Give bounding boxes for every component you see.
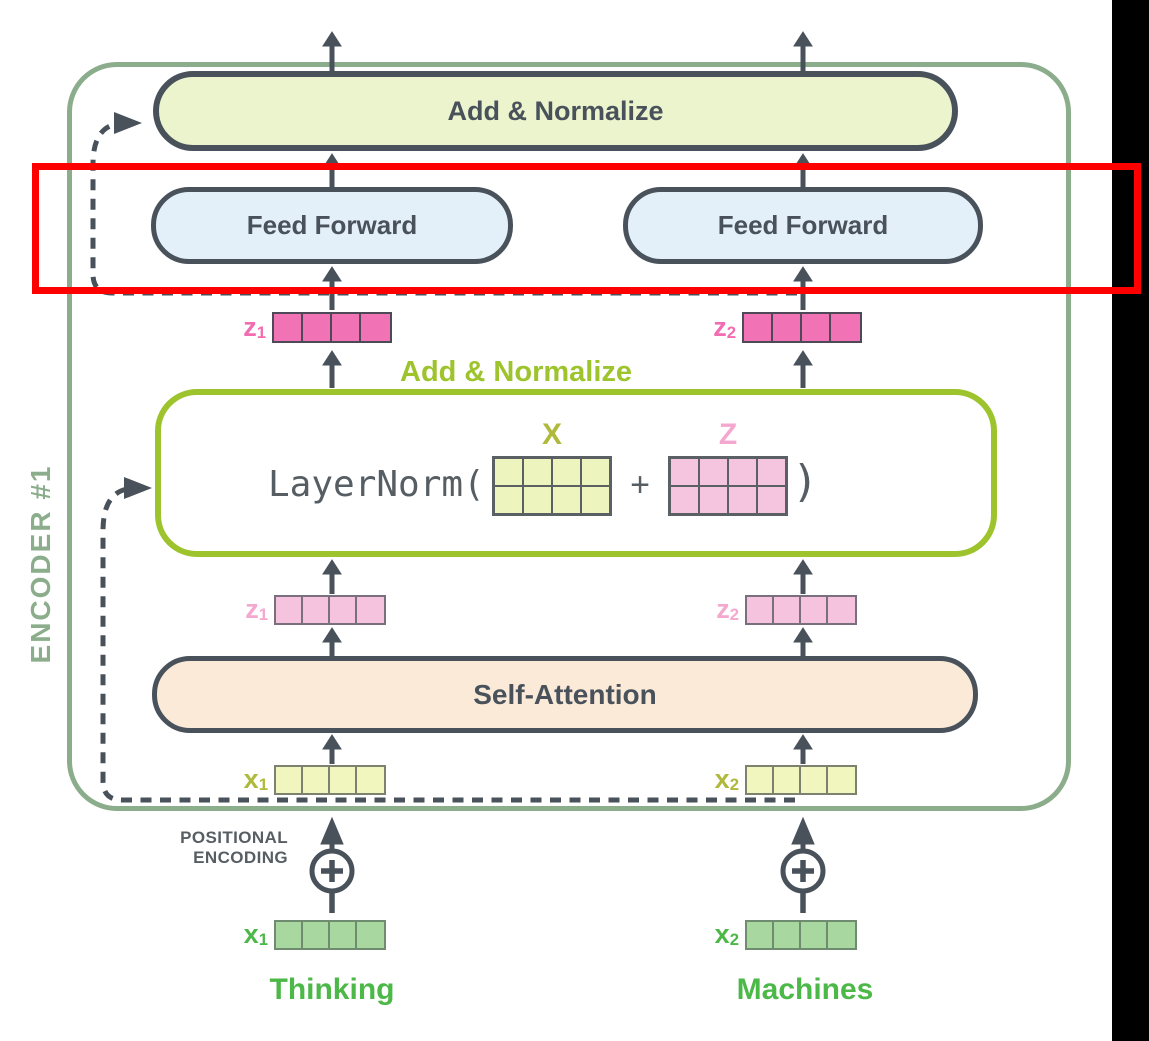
x-matrix-label: X — [541, 418, 562, 451]
feed-forward-right-block: Feed Forward — [623, 187, 983, 264]
feed-forward-left-block: Feed Forward — [151, 187, 513, 264]
encoder-frame — [67, 62, 1071, 811]
formula-close-paren: ) — [792, 456, 819, 507]
input-word-left: Thinking — [269, 973, 395, 1006]
z1-output-vector — [272, 312, 392, 343]
x1-embedding-vector — [274, 765, 386, 795]
plus-circle-icon-left — [309, 848, 355, 894]
x2-embedding-vector — [745, 765, 857, 795]
red-annotation-box — [32, 163, 1141, 294]
feed-forward-right-label: Feed Forward — [717, 210, 889, 240]
residual-lower-arrowhead-icon — [124, 477, 152, 499]
residual-dashed-path-lower — [100, 486, 795, 803]
self-attention-label: Self-Attention — [473, 678, 657, 710]
residual-upper-arrowhead-icon — [114, 112, 142, 134]
z-matrix-label: Z — [718, 418, 738, 451]
plus-circle-icon-right — [780, 848, 826, 894]
formula-plus-sign: + — [630, 466, 650, 504]
layernorm-function-text: LayerNorm( — [268, 464, 485, 505]
positional-encoding-line2: ENCODING — [193, 848, 288, 867]
positional-encoding-line1: POSITIONAL — [180, 828, 288, 847]
z-matrix-grid — [668, 456, 788, 516]
x1-input-vector — [274, 920, 386, 950]
flow-arrows-right-column — [791, 31, 815, 913]
right-black-bar — [1112, 0, 1149, 1041]
self-attention-block: Self-Attention — [152, 656, 978, 733]
x-matrix-grid — [492, 456, 612, 516]
flow-arrows-left-column — [320, 31, 344, 913]
z2-attention-vector — [745, 595, 857, 625]
z1-attention-vector — [274, 595, 386, 625]
positional-encoding-caption: POSITIONAL ENCODING — [140, 828, 288, 868]
add-normalize-top-label: Add & Normalize — [447, 95, 664, 126]
input-word-right: Machines — [736, 973, 874, 1006]
x2-input-vector — [745, 920, 857, 950]
add-normalize-top-block: Add & Normalize — [153, 71, 958, 151]
add-normalize-inner-title: Add & Normalize — [400, 356, 633, 388]
feed-forward-left-label: Feed Forward — [246, 210, 418, 240]
encoder-label: ENCODER #1 — [25, 464, 56, 664]
z2-output-vector — [742, 312, 862, 343]
